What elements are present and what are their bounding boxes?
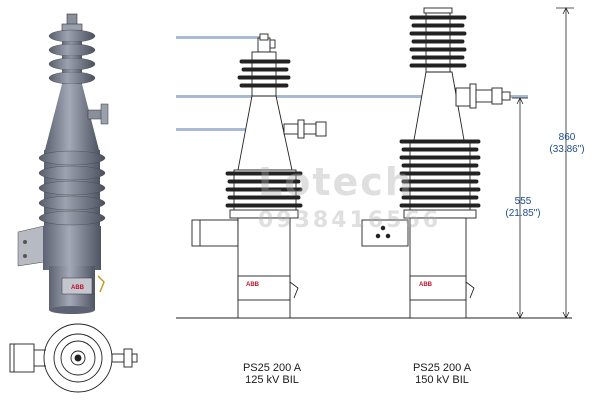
watermark-name: Lotech xyxy=(258,160,414,204)
caption-left: PS25 200 A 125 kV BIL xyxy=(222,362,322,386)
caption-left-model: PS25 200 A xyxy=(242,362,302,374)
dimension-lines xyxy=(512,7,574,319)
abb-badge-3d: ABB xyxy=(71,285,85,291)
caption-right-rating: 150 kV BIL xyxy=(415,374,469,386)
abb-badge-left: ABB xyxy=(246,282,260,288)
dimension-555-metric: 555 xyxy=(514,196,532,207)
dimension-860: 860 (33.86") xyxy=(542,132,592,156)
elevation-150kv xyxy=(361,7,511,319)
dimension-860-imperial: (33.86") xyxy=(549,144,585,155)
abb-plate-150kv: ABB xyxy=(419,282,433,288)
dimension-860-metric: 860 xyxy=(558,132,576,143)
abb-plate-125kv: ABB xyxy=(246,282,260,288)
cable-lines xyxy=(176,36,528,131)
dimension-555: 555 (21.85") xyxy=(498,196,548,220)
bushing-3d-render: ABB xyxy=(17,13,109,314)
elevation-125kv xyxy=(191,33,327,319)
bushing-top-view xyxy=(9,323,138,393)
watermark-phone: 0938416566 xyxy=(258,208,442,233)
caption-right-model: PS25 200 A xyxy=(412,362,472,374)
dimension-555-imperial: (21.85") xyxy=(505,208,541,219)
abb-badge-right: ABB xyxy=(419,282,433,288)
caption-left-rating: 125 kV BIL xyxy=(245,374,299,386)
caption-right: PS25 200 A 150 kV BIL xyxy=(392,362,492,386)
